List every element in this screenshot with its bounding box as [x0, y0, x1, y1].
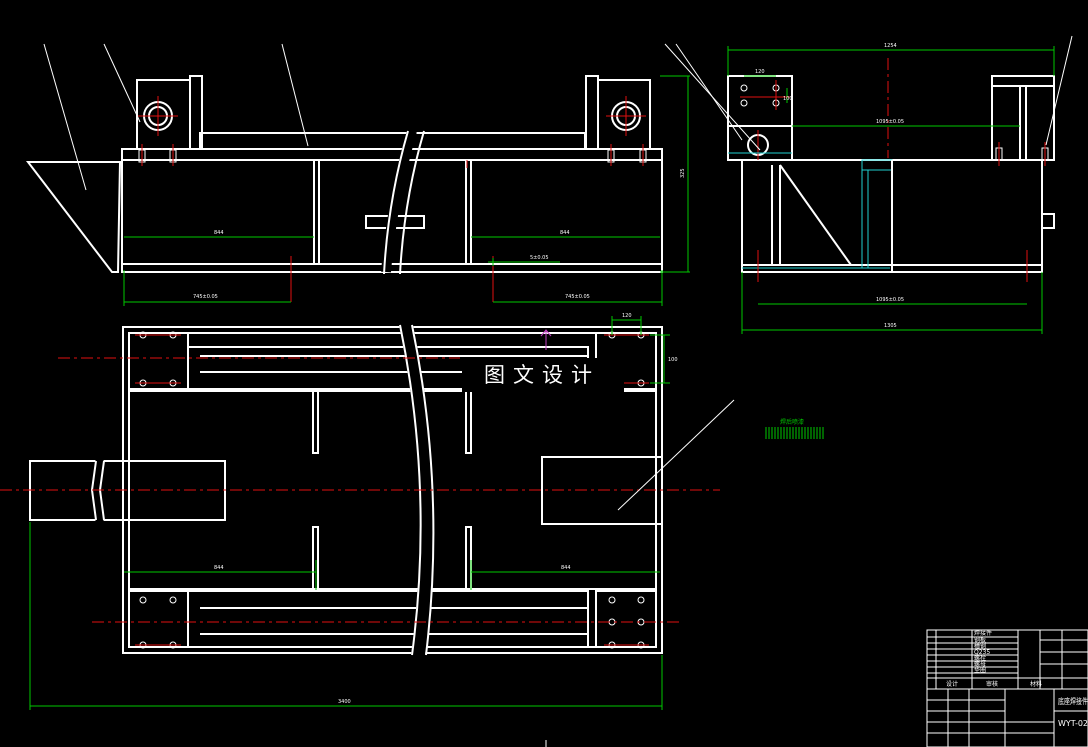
title-block: 焊接件 钢板 槽钢 Q235 螺栓 螺母 垫圈 设计 审核 材料 底座焊接件 W… [926, 629, 1088, 747]
side-dim-total: 1305 [884, 323, 897, 329]
plan-dim-span-left: 844 [214, 565, 224, 571]
title-row-5: 螺栓 [974, 654, 986, 662]
front-dim-span-left: 844 [214, 230, 224, 236]
plan-dim-span-right: 844 [561, 565, 571, 571]
side-dim-bolt-y: 100 [783, 96, 793, 102]
surface-note: 焊后喷漆 [765, 418, 824, 439]
title-drawing-name: 底座焊接件 [1058, 696, 1088, 706]
plan-dim-overall: 3400 [338, 699, 351, 705]
bolt-marks [138, 144, 647, 166]
front-dim-span-right: 844 [560, 230, 570, 236]
title-row-1: 焊接件 [974, 629, 992, 637]
watermark-backdrop [462, 358, 624, 392]
plan-view: 844 844 120 100 3400 [0, 313, 735, 710]
weld-hatch-symbol [765, 427, 824, 439]
title-row-2: 钢板 [974, 636, 986, 644]
title-row-4: Q235 [974, 649, 990, 656]
watermark-text: 图文设计 [484, 363, 600, 387]
front-dim-foot-left: 745±0.05 [193, 294, 218, 300]
plan-dim-small-x: 120 [622, 313, 632, 319]
title-footer-review: 审核 [986, 680, 998, 688]
plan-dim-small-y: 100 [668, 357, 678, 363]
side-dim-inner-bottom: 1095±0.05 [876, 297, 904, 303]
side-dim-bolt-x: 120 [755, 69, 765, 75]
title-footer-design: 设计 [946, 680, 958, 688]
front-dim-height: 325 [680, 168, 686, 178]
front-dim-foot-right: 745±0.05 [565, 294, 590, 300]
title-row-6: 螺母 [974, 660, 986, 668]
front-view: 844 844 745±0.05 745±0.05 325 5±0.05 [25, 43, 690, 306]
front-dim-offset: 5±0.05 [530, 255, 549, 261]
side-dim-inner-top: 1095±0.05 [876, 119, 904, 125]
side-dim-top: 1254 [884, 43, 897, 49]
surface-note-text: 焊后喷漆 [780, 418, 804, 426]
side-view: 1254 120 100 1095±0.05 1095±0.05 1305 [664, 35, 1073, 334]
title-row-3: 槽钢 [974, 642, 986, 650]
title-drawing-number: WYT-02 [1058, 719, 1088, 728]
title-row-7: 垫圈 [974, 666, 986, 674]
title-footer-material: 材料 [1030, 680, 1042, 688]
